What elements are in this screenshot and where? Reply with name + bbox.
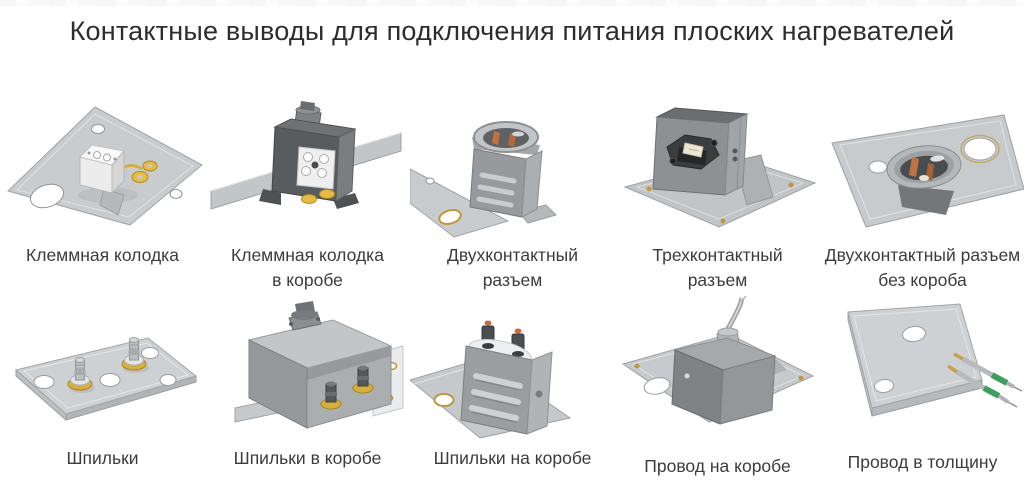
product-grid: Клеммная колодка <box>0 93 1024 479</box>
three-pin-connector-illustration <box>623 107 817 228</box>
wire-on-box-illustration <box>621 296 815 425</box>
cropped-artifact-strip <box>0 0 1024 6</box>
product-card-wire-on-box: Провод на коробе <box>615 296 820 479</box>
two-pin-connector-no-box-illustration <box>831 114 1024 228</box>
wire-upper <box>953 352 1023 392</box>
product-card-two-pin-connector: Двухконтактный разъем <box>410 93 615 296</box>
stud-left <box>67 357 95 393</box>
product-label: Трехконтактный разъем <box>652 245 783 290</box>
stud-inner-left <box>320 381 342 410</box>
product-label: Шпильки на коробе <box>433 448 592 468</box>
product-label: Клеммная колодка <box>26 245 179 265</box>
product-label: Провод в толщину <box>847 452 998 472</box>
product-card-two-pin-connector-no-box: Двухконтактный разъем без короба <box>820 93 1024 296</box>
studs-on-box-illustration <box>410 320 572 439</box>
studs-illustration <box>14 337 198 422</box>
product-label: Шпильки в коробе <box>233 448 382 468</box>
wire-into-thickness-illustration <box>847 303 1023 417</box>
product-label: Шпильки <box>66 448 139 468</box>
terminal-block-illustration <box>7 106 203 226</box>
product-label: Двухконтактный разъем <box>447 245 578 290</box>
two-pin-connector-illustration <box>410 121 557 238</box>
product-label: Двухконтактный разъем без короба <box>824 245 1021 290</box>
stud-inner-right <box>352 365 374 394</box>
wire-lower <box>947 364 1018 408</box>
page-title: Контактные выводы для подключения питани… <box>69 16 955 46</box>
product-label: Провод на коробе <box>644 456 791 476</box>
product-label: Клеммная колодка в коробе <box>231 245 384 290</box>
studs-in-box-illustration <box>234 301 404 429</box>
stud-right <box>121 337 149 373</box>
product-card-wire-into-thickness: Провод в толщину <box>820 296 1024 479</box>
product-card-studs: Шпильки <box>0 296 205 479</box>
product-card-terminal-block-in-box: Клеммная колодка в коробе <box>205 93 410 296</box>
product-card-terminal-block: Клеммная колодка <box>0 93 205 296</box>
product-card-studs-in-box: Шпильки в коробе <box>205 296 410 479</box>
terminal-block-in-box-illustration <box>210 101 402 210</box>
product-card-studs-on-box: Шпильки на коробе <box>410 296 615 479</box>
product-card-three-pin-connector: Трехконтактный разъем <box>615 93 820 296</box>
